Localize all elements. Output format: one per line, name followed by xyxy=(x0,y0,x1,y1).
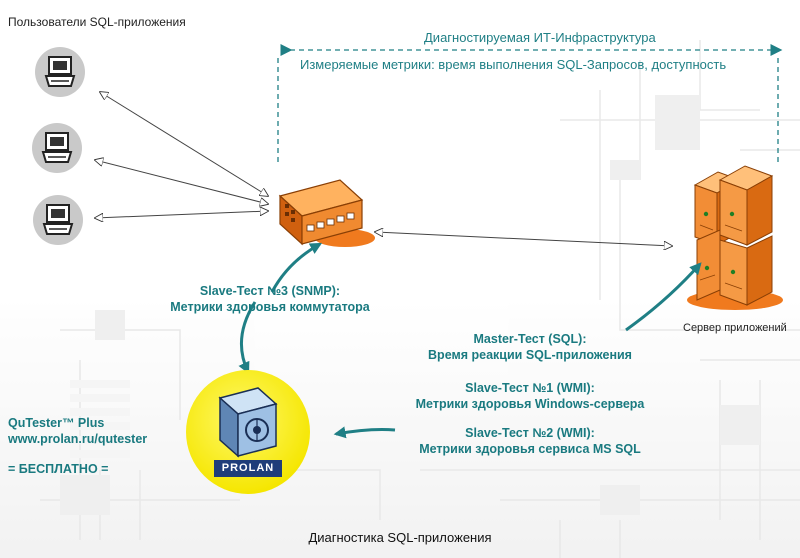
prolan-logo-text: PROLAN xyxy=(221,462,275,474)
teal-flow-arrows xyxy=(238,242,702,439)
probe-device xyxy=(218,387,278,458)
qutester-probe-icon xyxy=(186,370,310,494)
diagram-caption: Диагностика SQL-приложения xyxy=(308,530,492,545)
master-test-title: Master-Тест (SQL): xyxy=(473,332,587,346)
master-test-label: Master-Тест (SQL): Время реакции SQL-при… xyxy=(395,331,665,363)
network-switch-icon xyxy=(278,179,375,247)
slave-test-2-label: Slave-Тест №2 (WMI): Метрики здоровья се… xyxy=(395,425,665,457)
infrastructure-title: Диагностируемая ИТ-Инфраструктура xyxy=(424,30,656,45)
slave-test-1-label: Slave-Тест №1 (WMI): Метрики здоровья Wi… xyxy=(395,380,665,412)
free-label: = БЕСПЛАТНО = xyxy=(8,462,109,476)
master-test-subtitle: Время реакции SQL-приложения xyxy=(428,348,632,362)
user-connections xyxy=(95,92,672,246)
user-computer-icon xyxy=(32,123,82,173)
infrastructure-boundary xyxy=(277,44,783,165)
slave-test-3-subtitle: Метрики здоровья коммутатора xyxy=(170,300,370,314)
slave-test-2-title: Slave-Тест №2 (WMI): xyxy=(465,426,595,440)
server-label: Сервер приложений xyxy=(683,322,787,334)
user-computers xyxy=(32,47,85,245)
prolan-logo-box xyxy=(214,460,282,477)
product-url[interactable]: www.prolan.ru/qutester xyxy=(8,432,148,446)
user-computer-icon xyxy=(33,195,83,245)
product-info: QuTester™ Plus www.prolan.ru/qutester xyxy=(8,415,147,447)
server-rack-icon xyxy=(687,165,783,310)
slave-test-2-subtitle: Метрики здоровья сервиса MS SQL xyxy=(419,442,641,456)
product-name: QuTester™ Plus xyxy=(8,416,105,430)
measured-metrics-label: Измеряемые метрики: время выполнения SQL… xyxy=(300,57,727,72)
slave-test-3-title: Slave-Тест №3 (SNMP): xyxy=(199,284,341,298)
slave-test-1-subtitle: Метрики здоровья Windows-сервера xyxy=(415,397,645,411)
users-title: Пользователи SQL-приложения xyxy=(8,15,186,29)
slave-test-1-title: Slave-Тест №1 (WMI): xyxy=(465,381,595,395)
background-pattern xyxy=(0,40,800,558)
user-computer-icon xyxy=(35,47,85,97)
slave-test-3-label: Slave-Тест №3 (SNMP): Метрики здоровья к… xyxy=(150,283,390,315)
